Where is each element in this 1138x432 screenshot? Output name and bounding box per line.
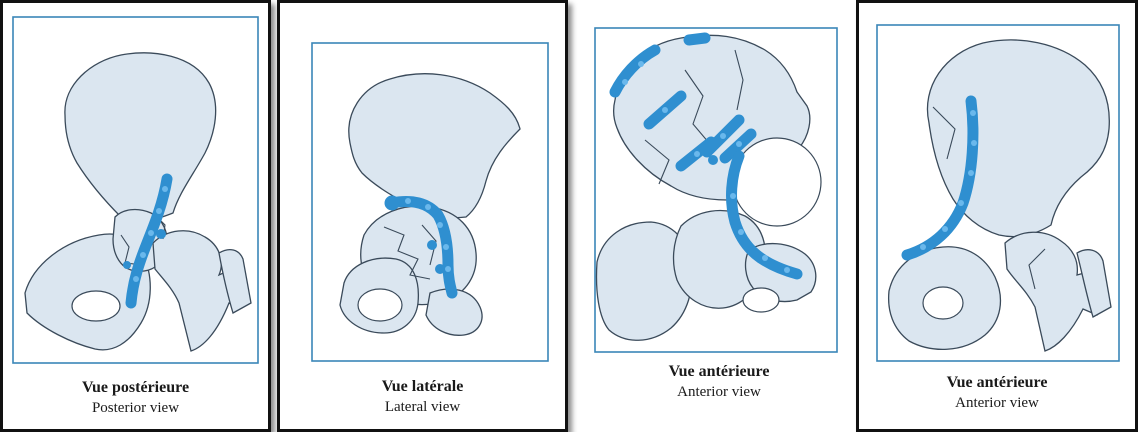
caption-french: Vue latérale xyxy=(280,377,565,397)
caption-french: Vue antérieure xyxy=(585,362,853,382)
plate-hole xyxy=(971,140,977,146)
plate-hole xyxy=(762,255,768,261)
iliac-wing xyxy=(349,74,520,218)
plate-hole xyxy=(784,267,790,273)
caption-english: Anterior view xyxy=(585,382,853,402)
plate-hole xyxy=(942,226,948,232)
obturator-foramen xyxy=(358,289,402,321)
caption-french: Vue antérieure xyxy=(859,373,1135,393)
panel-anterior-view-1: Vue antérieure Anterior view xyxy=(585,0,853,432)
plate-hole xyxy=(730,193,736,199)
caption-english: Anterior view xyxy=(859,393,1135,413)
plate-hole xyxy=(443,244,449,250)
screw-head xyxy=(123,261,131,269)
plate-hole xyxy=(970,110,976,116)
plate-hole xyxy=(405,198,411,204)
plate-hole xyxy=(738,229,744,235)
panel-anterior-view-2: Vue antérieure Anterior view xyxy=(856,0,1138,432)
obturator-foramen xyxy=(72,291,120,321)
panel-posterior-view: Vue postérieure Posterior view xyxy=(0,0,271,432)
iliac-wing xyxy=(65,53,216,221)
plate-hole xyxy=(437,222,443,228)
iliac-wing xyxy=(927,40,1109,237)
plate-hole xyxy=(638,61,644,67)
plate-hole xyxy=(968,170,974,176)
plate-hole xyxy=(445,266,451,272)
plate-hole xyxy=(720,133,726,139)
plate-hole xyxy=(736,141,742,147)
screw-head xyxy=(156,229,166,239)
screw-head xyxy=(427,240,437,250)
plate-hole xyxy=(958,200,964,206)
plate-hole xyxy=(162,186,168,192)
plate-hole xyxy=(425,204,431,210)
caption-english: Lateral view xyxy=(280,397,565,417)
plate-hole xyxy=(694,151,700,157)
plate-hole xyxy=(920,244,926,250)
femoral-head-socket xyxy=(733,138,821,226)
obturator-foramen xyxy=(923,287,963,319)
obturator-foramen xyxy=(743,288,779,312)
posterior-pelvis-illustration xyxy=(3,3,268,429)
screw-head xyxy=(435,264,445,274)
plate-hole xyxy=(148,230,154,236)
lateral-pelvis-illustration xyxy=(280,3,565,429)
caption-french: Vue postérieure xyxy=(3,378,268,398)
plate-hole xyxy=(622,79,628,85)
plate-hole xyxy=(133,276,139,282)
panel-lateral-view: Vue latérale Lateral view xyxy=(277,0,568,432)
anterior-pelvis-illustration-2 xyxy=(859,3,1135,429)
screw-head xyxy=(708,155,718,165)
caption-english: Posterior view xyxy=(3,398,268,418)
plate-hole xyxy=(156,208,162,214)
plate-hole xyxy=(662,107,668,113)
plate-hole xyxy=(140,252,146,258)
